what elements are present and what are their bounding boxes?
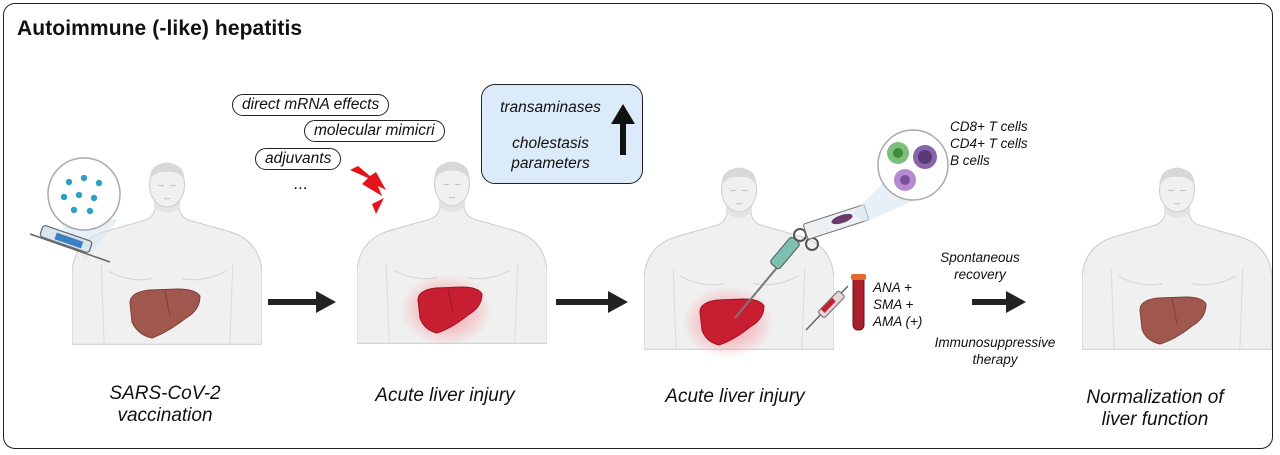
syringe-blood-icon <box>805 285 849 331</box>
liver-injured-2 <box>699 298 765 346</box>
lab-cholestasis: cholestasis <box>512 135 589 152</box>
caption-injury-2: Acute liver injury <box>665 386 805 407</box>
liver-injured-1 <box>417 286 483 334</box>
lightning-bolt-icon <box>350 166 386 196</box>
liver-normal-2 <box>1139 296 1207 345</box>
figure-title: Autoimmune (-like) hepatitis <box>17 17 303 40</box>
mechanism-adjuvants: adjuvants <box>255 148 342 170</box>
mechanism-ellipsis: ... <box>294 174 309 193</box>
lab-parameters: parameters <box>511 155 590 172</box>
biopsy-needle-icon <box>734 228 819 319</box>
outcome-recovery: recovery <box>954 267 1006 282</box>
cell-b: B cells <box>950 153 990 168</box>
outcome-spontaneous: Spontaneous <box>940 250 1020 265</box>
lightning-bolt-tip <box>372 198 384 214</box>
cell-cd4: CD4+ T cells <box>950 136 1028 151</box>
vaccine-vial-icon <box>47 157 121 260</box>
syringe-icon <box>29 225 111 263</box>
liver-normal-1 <box>129 288 201 339</box>
outcome-therapy: therapy <box>972 352 1018 367</box>
caption-normalization-2: liver function <box>1101 409 1209 430</box>
antibody-sma: SMA + <box>873 297 914 312</box>
lab-values-box <box>481 84 643 184</box>
cell-cd8: CD8+ T cells <box>950 119 1028 134</box>
caption-normalization-1: Normalization of <box>1086 387 1224 408</box>
antibody-ama: AMA (+) <box>873 314 923 329</box>
caption-vaccination-2: vaccination <box>117 405 213 426</box>
immune-cells-icon <box>877 129 949 201</box>
arrow-2 <box>556 291 628 313</box>
caption-vaccination-1: SARS-CoV-2 <box>109 383 221 404</box>
figure-frame <box>3 3 1273 449</box>
outcome-immunosuppressive: Immunosuppressive <box>934 335 1056 350</box>
mechanism-direct-mrna: direct mRNA effects <box>232 94 390 116</box>
lab-transaminases: transaminases <box>500 99 601 116</box>
arrow-1 <box>268 291 336 313</box>
caption-injury-1: Acute liver injury <box>375 385 515 406</box>
arrow-3 <box>972 291 1026 313</box>
blood-tube-icon <box>851 274 866 331</box>
antibody-ana: ANA + <box>873 280 912 295</box>
mechanism-molecular-mimicry: molecular mimicri <box>304 120 445 142</box>
